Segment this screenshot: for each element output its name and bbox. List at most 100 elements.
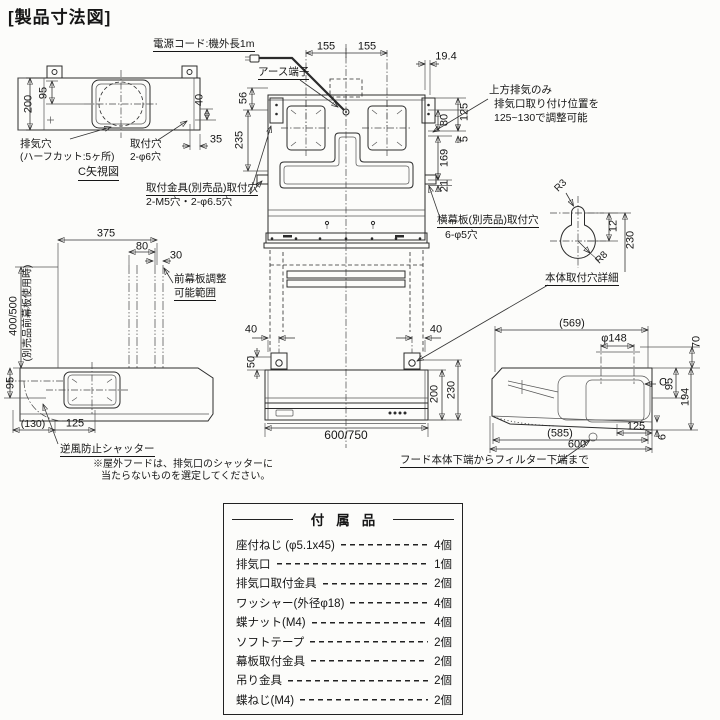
accessory-item: 蝶ナット(M4) 4個 xyxy=(236,613,452,632)
dim-40-front-right: 40 xyxy=(429,323,443,336)
accessory-name: 幕板取付金具 xyxy=(236,656,305,669)
leader-dashes xyxy=(340,539,429,551)
accessory-item: 排気口取付金具 2個 xyxy=(236,574,452,593)
dim-155-right: 155 xyxy=(357,40,377,53)
leader-dashes xyxy=(300,694,429,706)
view-rear xyxy=(243,44,489,448)
dim-50: 50 xyxy=(245,355,258,369)
accessory-qty: 2個 xyxy=(434,694,452,707)
dim-235: 235 xyxy=(233,130,246,150)
note-front-panel-adjust-1: 前幕板調整 xyxy=(174,273,227,285)
dim-600-750: 600/750 xyxy=(324,428,368,443)
dim-230: 230 xyxy=(624,230,637,250)
dim-6: 6 xyxy=(656,433,669,441)
accessory-item: 蝶ねじ(M4) 2個 xyxy=(236,690,452,709)
accessory-item: 排気口 1個 xyxy=(236,554,452,573)
dim-569: (569) xyxy=(559,317,585,330)
note-bracket-holes: 取付金具(別売品)取付穴 xyxy=(146,182,258,197)
dim-95: 95 xyxy=(37,86,50,100)
accessory-name: 蝶ねじ(M4) xyxy=(236,694,295,707)
dim-40: 40 xyxy=(193,93,206,107)
note-exhaust-hole-2: (ハーフカット:5ヶ所) xyxy=(20,152,115,163)
header-rule-left xyxy=(232,518,293,520)
view-side-right xyxy=(490,326,700,465)
dim-80: 80 xyxy=(438,113,451,127)
dim-5: 5 xyxy=(458,135,471,143)
dim-125-right: 125 xyxy=(626,420,646,433)
dim-30: 30 xyxy=(169,249,183,262)
note-top-exhaust-3: 125~130で調整可能 xyxy=(494,112,588,124)
accessory-name: 排気口 xyxy=(236,559,271,572)
dim-125: 125 xyxy=(458,102,471,122)
dim-400-500: 400/500 xyxy=(7,296,20,336)
accessory-name: 蝶ナット(M4) xyxy=(236,617,306,630)
view-keyhole-detail xyxy=(417,192,631,361)
accessory-qty: 2個 xyxy=(434,675,452,688)
note-mount-hole: 取付穴 xyxy=(130,138,162,150)
accessory-qty: 2個 xyxy=(434,636,452,649)
dim-375: 375 xyxy=(96,227,116,240)
dim-phi148: φ148 xyxy=(601,332,627,345)
view-front xyxy=(247,250,462,437)
page-title: [製品寸法図] xyxy=(8,8,112,27)
c-direction-marker: C xyxy=(659,376,667,389)
view-side-left xyxy=(4,240,214,445)
accessory-qty: 1個 xyxy=(434,559,452,572)
leader-dashes xyxy=(288,674,429,686)
dim-56: 56 xyxy=(237,91,250,105)
accessory-qty: 4個 xyxy=(434,617,452,630)
accessory-name: 排気口取付金具 xyxy=(236,578,317,591)
dim-95-left: 95 xyxy=(4,376,17,390)
accessory-item: 吊り金具 2個 xyxy=(236,671,452,690)
accessory-name: ワッシャー(外径φ18) xyxy=(236,597,345,610)
leader-dashes xyxy=(276,558,429,570)
dim-400-500-note: (別売品前幕板使用時) xyxy=(22,264,34,362)
dim-600: 600 xyxy=(567,438,587,451)
dim-21: 21 xyxy=(438,179,451,193)
accessory-name: 吊り金具 xyxy=(236,675,282,688)
accessories-header: 付属品 xyxy=(232,509,454,529)
leader-dashes xyxy=(311,655,429,667)
dim-200: 200 xyxy=(22,94,35,114)
leader-dashes xyxy=(350,597,429,609)
leader-dashes xyxy=(322,577,429,589)
note-outdoor-hood-1: ※屋外フードは、排気口のシャッターに xyxy=(93,459,273,470)
note-bracket-holes-2: 2-M5穴・2-φ6.5穴 xyxy=(146,196,233,208)
note-exhaust-hole: 排気穴 xyxy=(20,138,52,150)
dim-200-front: 200 xyxy=(428,384,441,404)
note-power-cord: 電源コード:機外長1m xyxy=(153,38,255,53)
dim-80-left: 80 xyxy=(135,240,149,253)
accessory-qty: 2個 xyxy=(434,656,452,669)
dim-230-front: 230 xyxy=(445,380,458,400)
note-front-panel-adjust-2: 可能範囲 xyxy=(174,287,216,302)
view-label-c: C矢視図 xyxy=(78,166,119,181)
accessory-name: ソフトテープ xyxy=(236,636,305,649)
accessory-qty: 4個 xyxy=(434,597,452,610)
view-top-c xyxy=(17,65,216,150)
note-top-exhaust-1: 上方排気のみ xyxy=(489,84,552,96)
dim-194: 194 xyxy=(679,387,692,407)
accessory-qty: 4個 xyxy=(434,539,452,552)
note-side-panel-holes-2: 6-φ5穴 xyxy=(445,229,478,241)
accessory-item: ソフトテープ 2個 xyxy=(236,632,452,651)
dim-125-left: 125 xyxy=(65,417,85,430)
accessory-qty: 2個 xyxy=(434,578,452,591)
leader-dashes xyxy=(310,636,429,648)
accessory-item: 幕板取付金具 2個 xyxy=(236,651,452,670)
accessory-item: ワッシャー(外径φ18) 4個 xyxy=(236,593,452,612)
dim-35: 35 xyxy=(209,133,223,146)
note-filter-bottom: フード本体下端からフィルター下端まで xyxy=(400,454,589,469)
dim-95-right: 95 xyxy=(663,377,676,391)
dim-12: 12 xyxy=(607,219,620,233)
note-backdraft-shutter: 逆風防止シャッター xyxy=(60,443,155,458)
accessories-title: 付属品 xyxy=(310,513,388,528)
header-rule-right xyxy=(393,518,454,520)
note-side-panel-holes: 横幕板(別売品)取付穴 xyxy=(437,214,539,229)
dim-130: (130) xyxy=(20,417,46,430)
dim-585: (585) xyxy=(547,427,573,440)
dim-40-front-left: 40 xyxy=(244,323,258,336)
note-outdoor-hood-2: 当たらないものを選定してください。 xyxy=(101,471,271,482)
